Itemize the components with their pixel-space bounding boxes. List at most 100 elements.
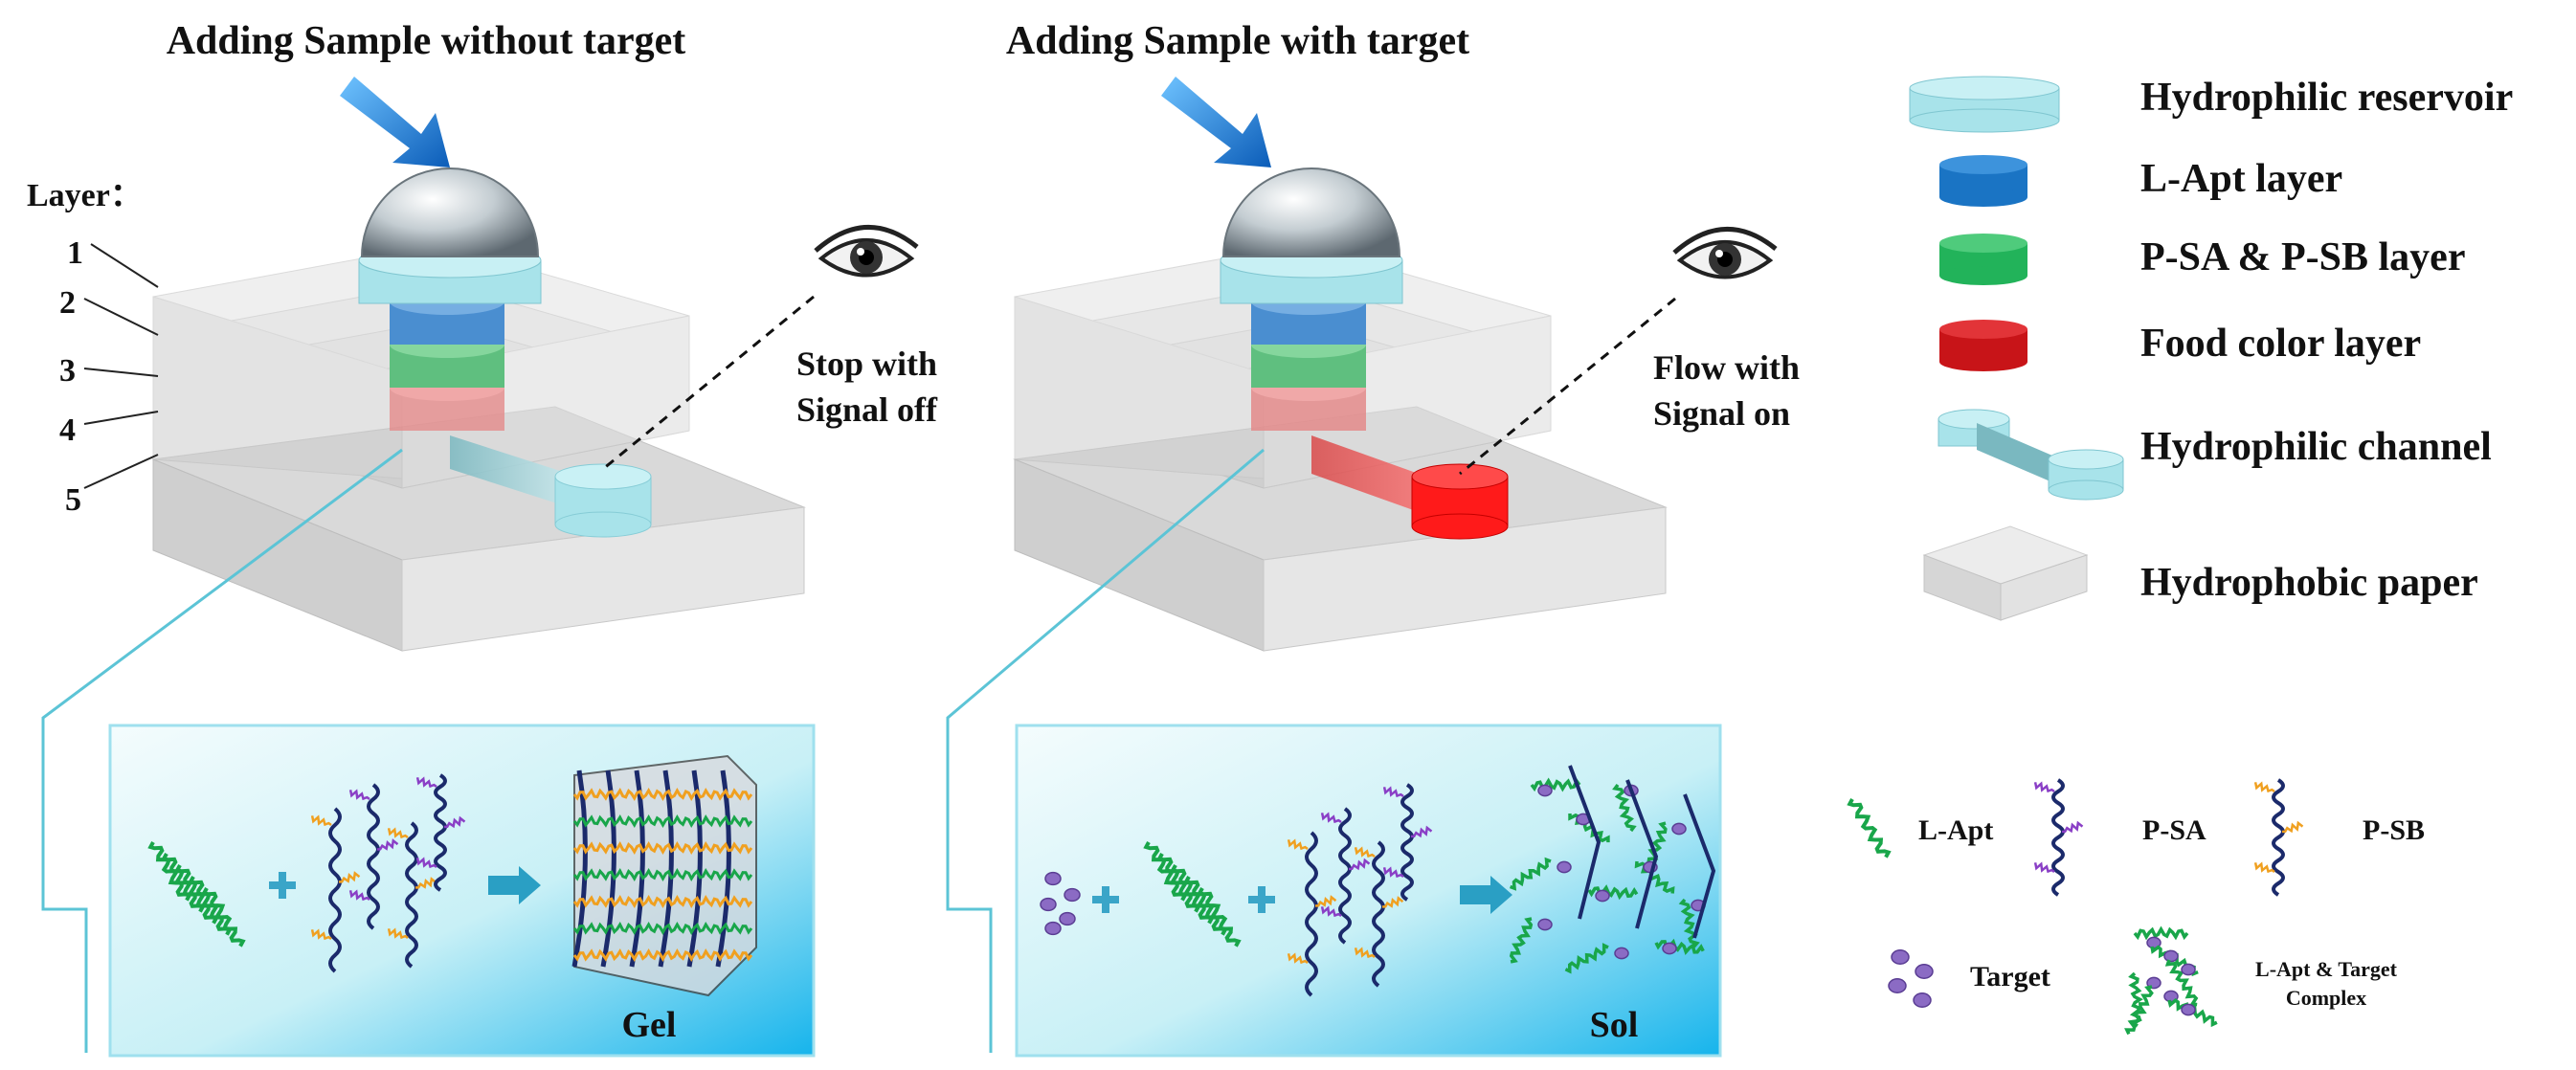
aptamer-strand xyxy=(1678,898,1700,948)
reaction-arrow xyxy=(1460,876,1512,914)
probe-strand xyxy=(387,821,437,969)
legend-label-reservoir: Hydrophilic reservoir xyxy=(2140,76,2513,120)
side-tag xyxy=(387,827,409,839)
side-tag xyxy=(1287,838,1309,851)
right-paper-device xyxy=(1013,167,1668,652)
crosslink xyxy=(572,947,753,963)
aptamer-strand xyxy=(1612,783,1637,833)
molecule-legend: L-Apt P-SA P-SB Target L-Apt & Target Co… xyxy=(1847,778,2425,1036)
right-signal-line2: Signal on xyxy=(1653,394,1790,433)
probe-strand xyxy=(348,783,399,930)
plus-sign xyxy=(1092,886,1119,913)
side-tag xyxy=(338,871,361,883)
side-tag xyxy=(1314,895,1337,907)
aptamer-strand xyxy=(1197,887,1242,947)
sol-reaction-scheme xyxy=(1040,765,1716,997)
layer-legend: Hydrophilic reservoir L-Apt layer P-SA &… xyxy=(1909,76,2513,621)
sample-arrow-left xyxy=(340,77,450,167)
target-molecule xyxy=(2181,1003,2196,1016)
legend-label-paper: Hydrophobic paper xyxy=(2140,561,2478,605)
layer-number-4: 4 xyxy=(59,412,76,448)
target-molecule xyxy=(1040,897,1057,912)
side-tag xyxy=(415,857,437,869)
legend-paper-swatch xyxy=(1922,525,2089,621)
p-sb-label: P-SB xyxy=(2363,814,2425,846)
target-molecule xyxy=(1913,992,1932,1008)
target-molecule xyxy=(1891,949,1910,965)
target-molecule xyxy=(1044,871,1062,886)
target-molecule xyxy=(1888,978,1907,993)
right-signal-line1: Flow with xyxy=(1653,348,1800,387)
gel-reaction-scheme xyxy=(147,754,757,997)
side-tag xyxy=(376,838,399,851)
side-tag xyxy=(387,927,409,940)
plus-sign xyxy=(269,872,296,899)
left-signal-line1: Stop with xyxy=(796,345,937,383)
side-tag xyxy=(348,789,370,801)
probe-strand xyxy=(1320,807,1371,945)
crosslink xyxy=(572,867,753,882)
crosslink xyxy=(572,814,753,829)
side-tag xyxy=(348,889,370,902)
side-tag xyxy=(1381,896,1404,908)
probe-strand xyxy=(415,773,466,892)
layer-number-2: 2 xyxy=(59,285,76,321)
side-tag xyxy=(1348,858,1371,871)
complex-symbol xyxy=(2124,925,2218,1036)
legend-label-food-color: Food color layer xyxy=(2140,322,2421,366)
target-molecule xyxy=(1557,860,1572,874)
l-apt-label: L-Apt xyxy=(1918,814,1993,846)
aptamer-strand xyxy=(1646,821,1668,870)
probe-strand xyxy=(1382,783,1433,902)
target-molecule xyxy=(1537,918,1553,931)
layer-number-1: 1 xyxy=(67,235,83,271)
legend-l-apt-swatch xyxy=(1939,155,2027,207)
aptamer-strand xyxy=(1509,917,1534,964)
layer-number-list: 1 2 3 4 5 xyxy=(59,235,159,518)
legend-psa-psb-swatch xyxy=(1939,234,2027,285)
side-tag xyxy=(415,776,437,789)
layer-number-5: 5 xyxy=(65,482,81,518)
reaction-arrow xyxy=(488,866,541,904)
aptamer-strand xyxy=(1509,857,1552,891)
crosslink xyxy=(572,840,753,856)
sol-label: Sol xyxy=(1590,1005,1639,1045)
side-tag xyxy=(1287,952,1309,965)
side-tag xyxy=(310,814,332,827)
aptamer-strand xyxy=(1847,798,1892,858)
dispersed-complexes xyxy=(1509,765,1716,974)
eye-icon xyxy=(1672,227,1778,279)
legend-channel-swatch xyxy=(1938,409,2124,501)
plus-sign xyxy=(1248,886,1275,913)
p-sa-symbol xyxy=(2033,778,2084,897)
target-molecule xyxy=(1064,887,1081,903)
target-molecule xyxy=(1915,964,1934,979)
side-tag xyxy=(1382,786,1404,798)
aptamer-strand xyxy=(1654,938,1705,955)
target-molecule xyxy=(2163,949,2179,963)
p-sb-symbol xyxy=(2253,778,2304,897)
right-panel-title: Adding Sample with target xyxy=(1006,19,1469,63)
side-tag xyxy=(2253,861,2275,874)
crosslink xyxy=(572,894,753,909)
legend-label-psa-psb: P-SA & P-SB layer xyxy=(2140,235,2465,279)
aptamer-strand xyxy=(2164,959,2199,1007)
left-panel-title: Adding Sample without target xyxy=(167,19,686,63)
side-tag xyxy=(1382,866,1404,879)
l-apt-symbol xyxy=(1847,798,1892,858)
side-tag xyxy=(2281,820,2304,834)
probe-strand xyxy=(2253,778,2304,897)
aptamer-strand xyxy=(2124,985,2154,1036)
aptamer-strand xyxy=(201,887,246,947)
target-molecule xyxy=(1044,921,1062,936)
aptamer-strand xyxy=(1530,777,1581,792)
eye-icon xyxy=(814,225,919,278)
side-tag xyxy=(2253,781,2275,793)
target-symbol xyxy=(1888,949,1934,1008)
target-molecule xyxy=(1059,911,1076,926)
layer-number-3: 3 xyxy=(59,353,76,389)
left-paper-device xyxy=(151,167,806,652)
side-tag xyxy=(310,928,332,941)
probe-strand xyxy=(1354,840,1404,988)
